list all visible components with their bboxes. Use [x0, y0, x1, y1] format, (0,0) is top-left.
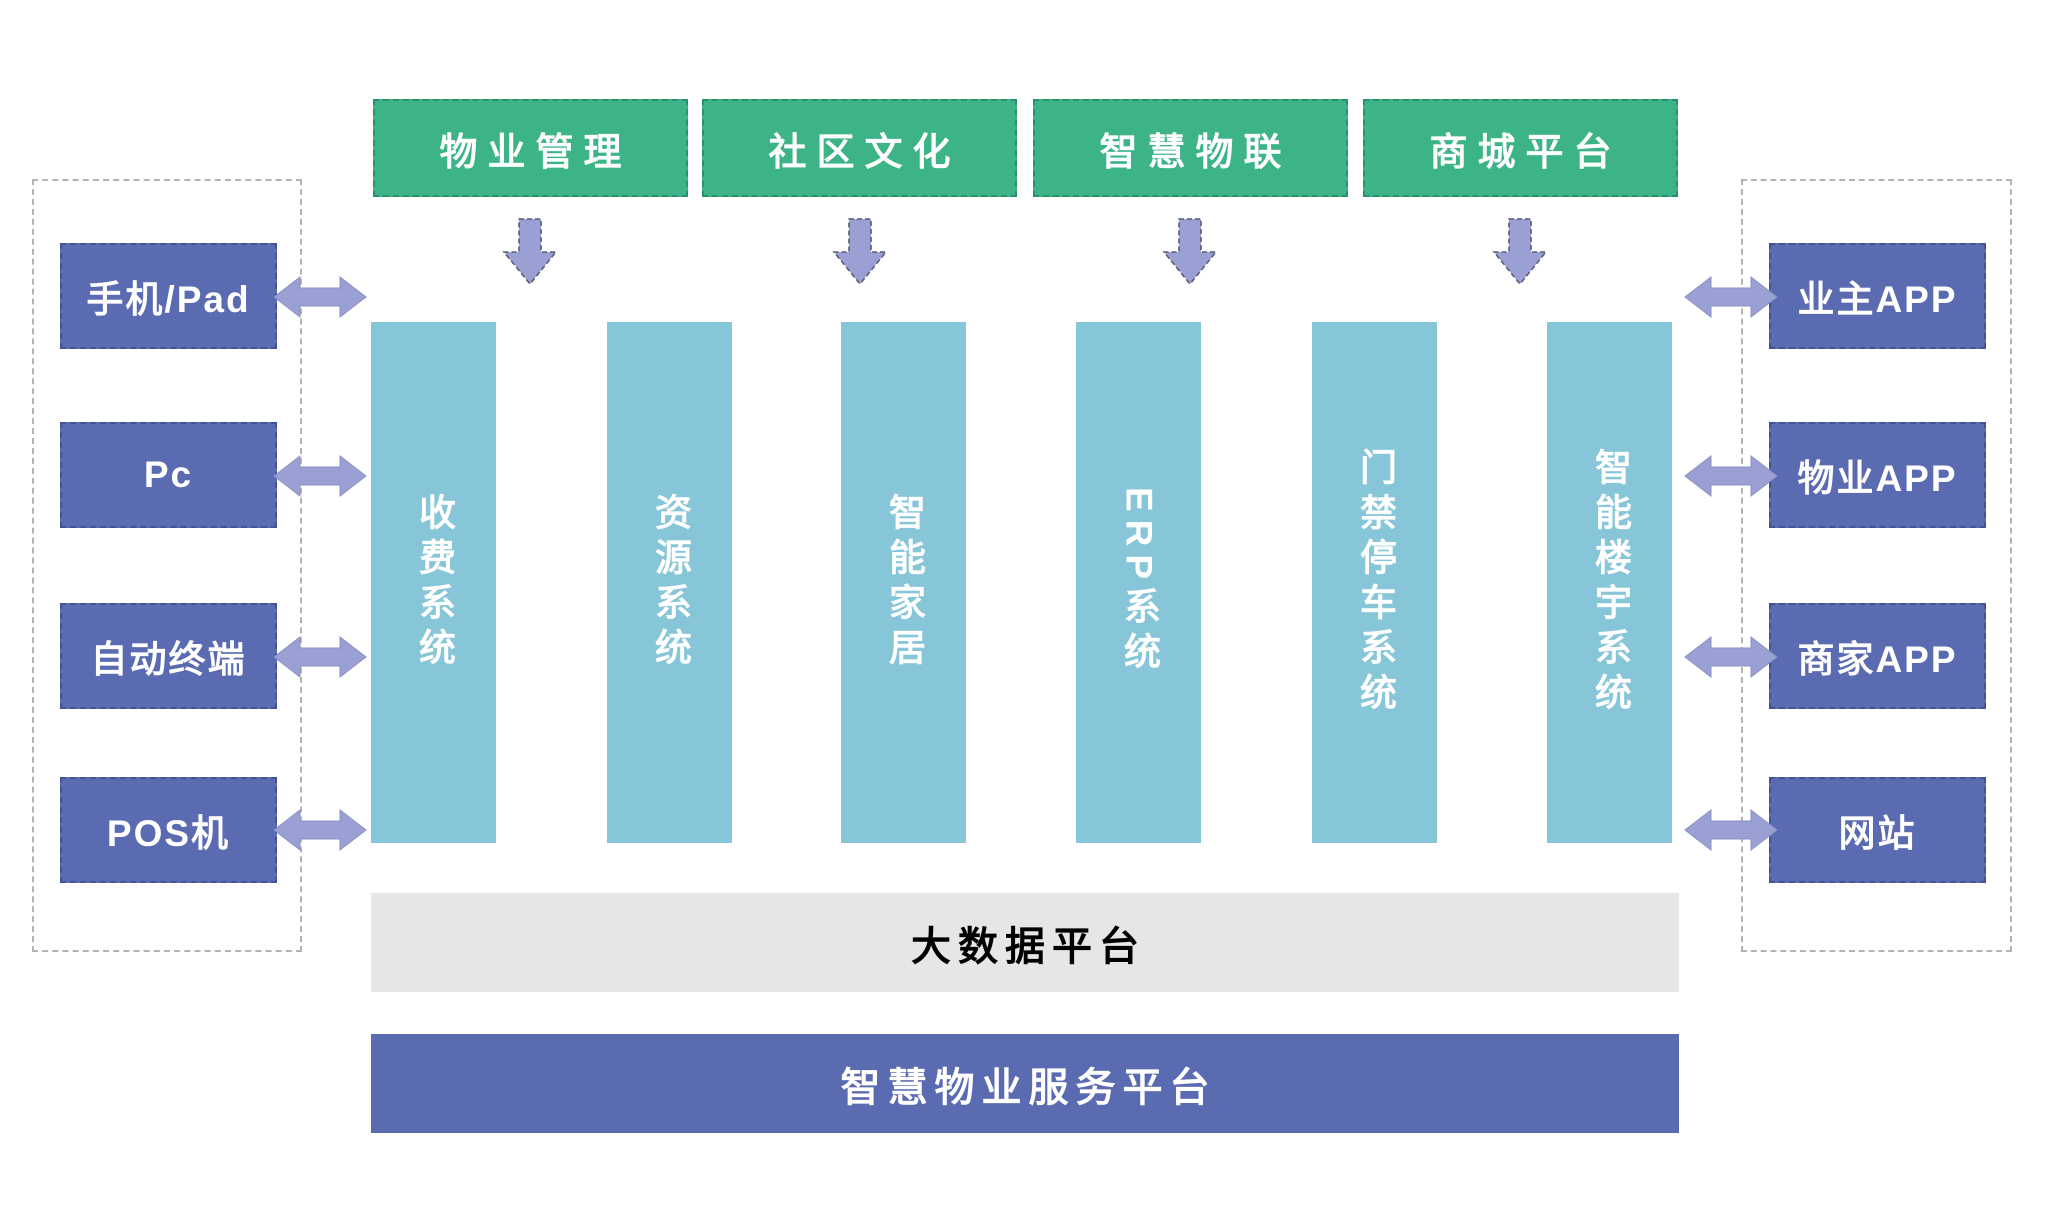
terminal-box-pos: POS机: [60, 777, 277, 883]
down-arrow-icon: [502, 218, 558, 286]
terminal-label: 商家APP: [1797, 639, 1958, 680]
double-arrow-icon: [273, 275, 367, 319]
down-arrow-icon: [1492, 218, 1548, 286]
module-label: 商城平台: [1429, 131, 1622, 174]
system-column-smart-home: 智能家居: [841, 322, 966, 843]
module-label: 智慧物联: [1099, 131, 1292, 174]
system-column-resource: 资源系统: [607, 322, 732, 843]
terminal-box-owner-app: 业主APP: [1769, 243, 1986, 349]
smart-property-service-platform-bar: 智慧物业服务平台: [371, 1034, 1679, 1133]
system-label: 智能家居: [883, 492, 925, 673]
system-column-erp: ERP系统: [1076, 322, 1201, 843]
terminal-label: 手机/Pad: [86, 279, 251, 320]
module-box-smart-iot: 智慧物联: [1033, 99, 1348, 197]
big-data-platform-label: 大数据平台: [911, 924, 1146, 969]
terminal-label: Pc: [143, 454, 194, 495]
system-label: 资源系统: [649, 492, 691, 673]
system-label: 智能楼宇系统: [1589, 447, 1631, 718]
terminal-label: 网站: [1838, 813, 1917, 854]
double-arrow-icon: [273, 635, 367, 679]
smart-property-service-platform-label: 智慧物业服务平台: [840, 1065, 1217, 1110]
big-data-platform-bar: 大数据平台: [371, 893, 1679, 992]
right-terminal-group: [1741, 179, 2012, 952]
system-column-access-parking: 门禁停车系统: [1312, 322, 1437, 843]
terminal-label: POS机: [106, 813, 231, 854]
terminal-box-merchant-app: 商家APP: [1769, 603, 1986, 709]
terminal-box-mobile-pad: 手机/Pad: [60, 243, 277, 349]
terminal-label: 业主APP: [1797, 279, 1958, 320]
module-label: 社区文化: [768, 131, 961, 174]
terminal-box-website: 网站: [1769, 777, 1986, 883]
module-box-mall-platform: 商城平台: [1363, 99, 1678, 197]
terminal-box-self-service-terminal: 自动终端: [60, 603, 277, 709]
double-arrow-icon: [1684, 808, 1778, 852]
module-box-property-management: 物业管理: [373, 99, 688, 197]
down-arrow-icon: [1162, 218, 1218, 286]
double-arrow-icon: [273, 454, 367, 498]
terminal-label: 物业APP: [1797, 458, 1958, 499]
double-arrow-icon: [1684, 635, 1778, 679]
left-terminal-group: [32, 179, 302, 952]
module-label: 物业管理: [439, 131, 632, 174]
double-arrow-icon: [1684, 275, 1778, 319]
module-box-community-culture: 社区文化: [702, 99, 1017, 197]
terminal-box-pc: Pc: [60, 422, 277, 528]
system-column-smart-building: 智能楼宇系统: [1547, 322, 1672, 843]
double-arrow-icon: [1684, 454, 1778, 498]
system-label: ERP系统: [1118, 487, 1160, 678]
system-column-charging: 收费系统: [371, 322, 496, 843]
down-arrow-icon: [832, 218, 888, 286]
terminal-box-property-app: 物业APP: [1769, 422, 1986, 528]
system-label: 收费系统: [413, 492, 455, 673]
system-label: 门禁停车系统: [1354, 447, 1396, 718]
terminal-label: 自动终端: [90, 639, 247, 680]
double-arrow-icon: [273, 808, 367, 852]
